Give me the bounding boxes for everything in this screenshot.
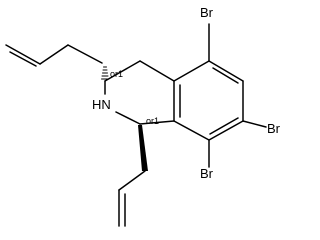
bromine-label-right: Br bbox=[267, 121, 281, 136]
stereo-label-c3: or1 bbox=[110, 69, 123, 79]
br-bond-right bbox=[242, 120, 267, 128]
aromatic-bond bbox=[208, 120, 244, 141]
bromine-label-bottom: Br bbox=[200, 166, 214, 181]
benzene-ring bbox=[139, 60, 244, 141]
structure-diagram: Br Br Br HN or1 or1 bbox=[5, 5, 281, 227]
bold-wedge-c1 bbox=[138, 125, 148, 171]
upper-allyl-group bbox=[5, 44, 103, 67]
ring-bond bbox=[104, 60, 141, 82]
lower-allyl-group bbox=[118, 170, 146, 227]
allyl-bond bbox=[67, 44, 103, 64]
aromatic-bond bbox=[173, 120, 210, 141]
stereo-label-c1: or1 bbox=[146, 116, 159, 126]
allyl-bond bbox=[39, 44, 69, 65]
allyl-bond bbox=[118, 170, 146, 191]
vinyl-double-bond-outer bbox=[5, 44, 41, 65]
bromine-bonds bbox=[208, 23, 267, 168]
vinyl-double-bond-inner bbox=[9, 51, 37, 67]
bromine-label-top: Br bbox=[200, 5, 214, 20]
ring-bond bbox=[139, 60, 175, 82]
aromatic-inner-bond bbox=[209, 117, 239, 135]
aromatic-bond bbox=[208, 60, 244, 82]
nh-label: HN bbox=[92, 97, 111, 112]
fused-bond bbox=[139, 120, 175, 125]
aromatic-bond bbox=[173, 60, 210, 82]
tetrahydropyridine-ring bbox=[104, 60, 175, 125]
aromatic-inner-bond bbox=[212, 67, 239, 84]
hashed-wedge-c3 bbox=[101, 66, 109, 80]
molecule-drawing: Br Br Br HN or1 or1 bbox=[5, 5, 281, 227]
ring-bond bbox=[115, 111, 141, 125]
